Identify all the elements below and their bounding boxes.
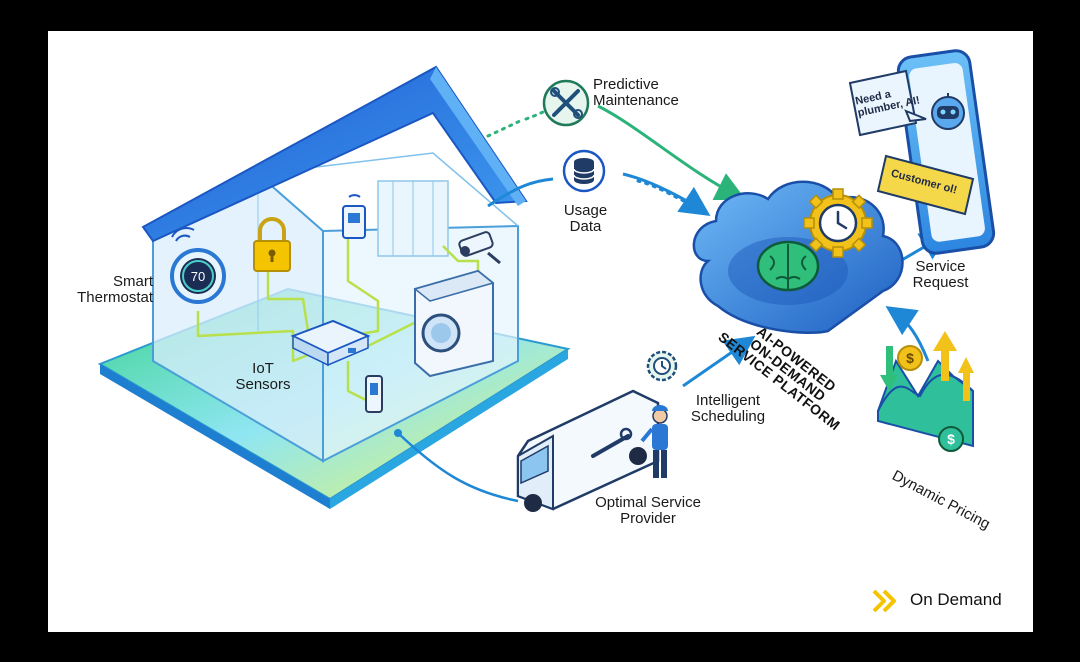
brand-lockup: On Demand (860, 590, 1002, 610)
thermostat-reading: 70 (191, 269, 205, 284)
usage-data-label: Usage Data (563, 202, 608, 235)
dynamic-pricing-chart: $ $ (877, 331, 974, 452)
predictive-maintenance-icon (542, 79, 590, 127)
smart-lock-icon (253, 217, 291, 272)
svg-text:$: $ (947, 431, 955, 447)
provider-flow-line (397, 432, 519, 503)
iot-hub-icon (290, 319, 371, 367)
svg-text:$: $ (906, 350, 914, 366)
smart-thermostat: 70 (170, 248, 226, 304)
motion-sensor-icon (365, 375, 383, 413)
pricing-arrow (885, 306, 930, 362)
diagram-graphics: 70 (97, 49, 996, 613)
maintenance-arrow (597, 104, 747, 201)
usage-flow-line (487, 177, 554, 208)
scheduling-gear-icon (646, 350, 678, 382)
security-camera-icon (458, 231, 501, 265)
smart-house: 70 (97, 65, 571, 509)
dollar-coin-icon (897, 345, 923, 371)
wifi-signal-icon (171, 227, 195, 242)
iot-sensors-label: IoT Sensors (235, 360, 291, 393)
gear-clock-icon (803, 188, 873, 258)
optimal-service-provider-label: Optimal Service Provider (595, 494, 701, 527)
usage-arrow (636, 179, 690, 205)
intelligent-scheduling-label: Intelligent Scheduling (690, 392, 766, 425)
smart-thermostat-label: Smart Thermostat (77, 273, 153, 306)
washing-machine-icon (413, 269, 495, 378)
brand-logo-icon (872, 589, 896, 613)
smartphone (896, 49, 996, 255)
technician-figure (640, 405, 668, 478)
chatbot-icon (931, 93, 965, 130)
wall-sensor-icon (342, 194, 366, 239)
dollar-badge-icon (938, 426, 964, 452)
chat-bubble-user (848, 69, 927, 137)
brand-name: On Demand (910, 590, 1002, 609)
scheduling-arrow (682, 335, 756, 388)
ai-cloud-platform (692, 180, 904, 334)
house-roof (141, 65, 528, 243)
service-request-label: Service Request (912, 258, 969, 291)
database-icon (562, 149, 606, 193)
ai-brain-icon (756, 240, 820, 292)
predictive-maintenance-label: Predictive Maintenance (593, 76, 679, 109)
service-van (516, 389, 660, 512)
chat-bubble-reply (876, 154, 975, 216)
diagram-canvas: 70 (48, 31, 1033, 632)
